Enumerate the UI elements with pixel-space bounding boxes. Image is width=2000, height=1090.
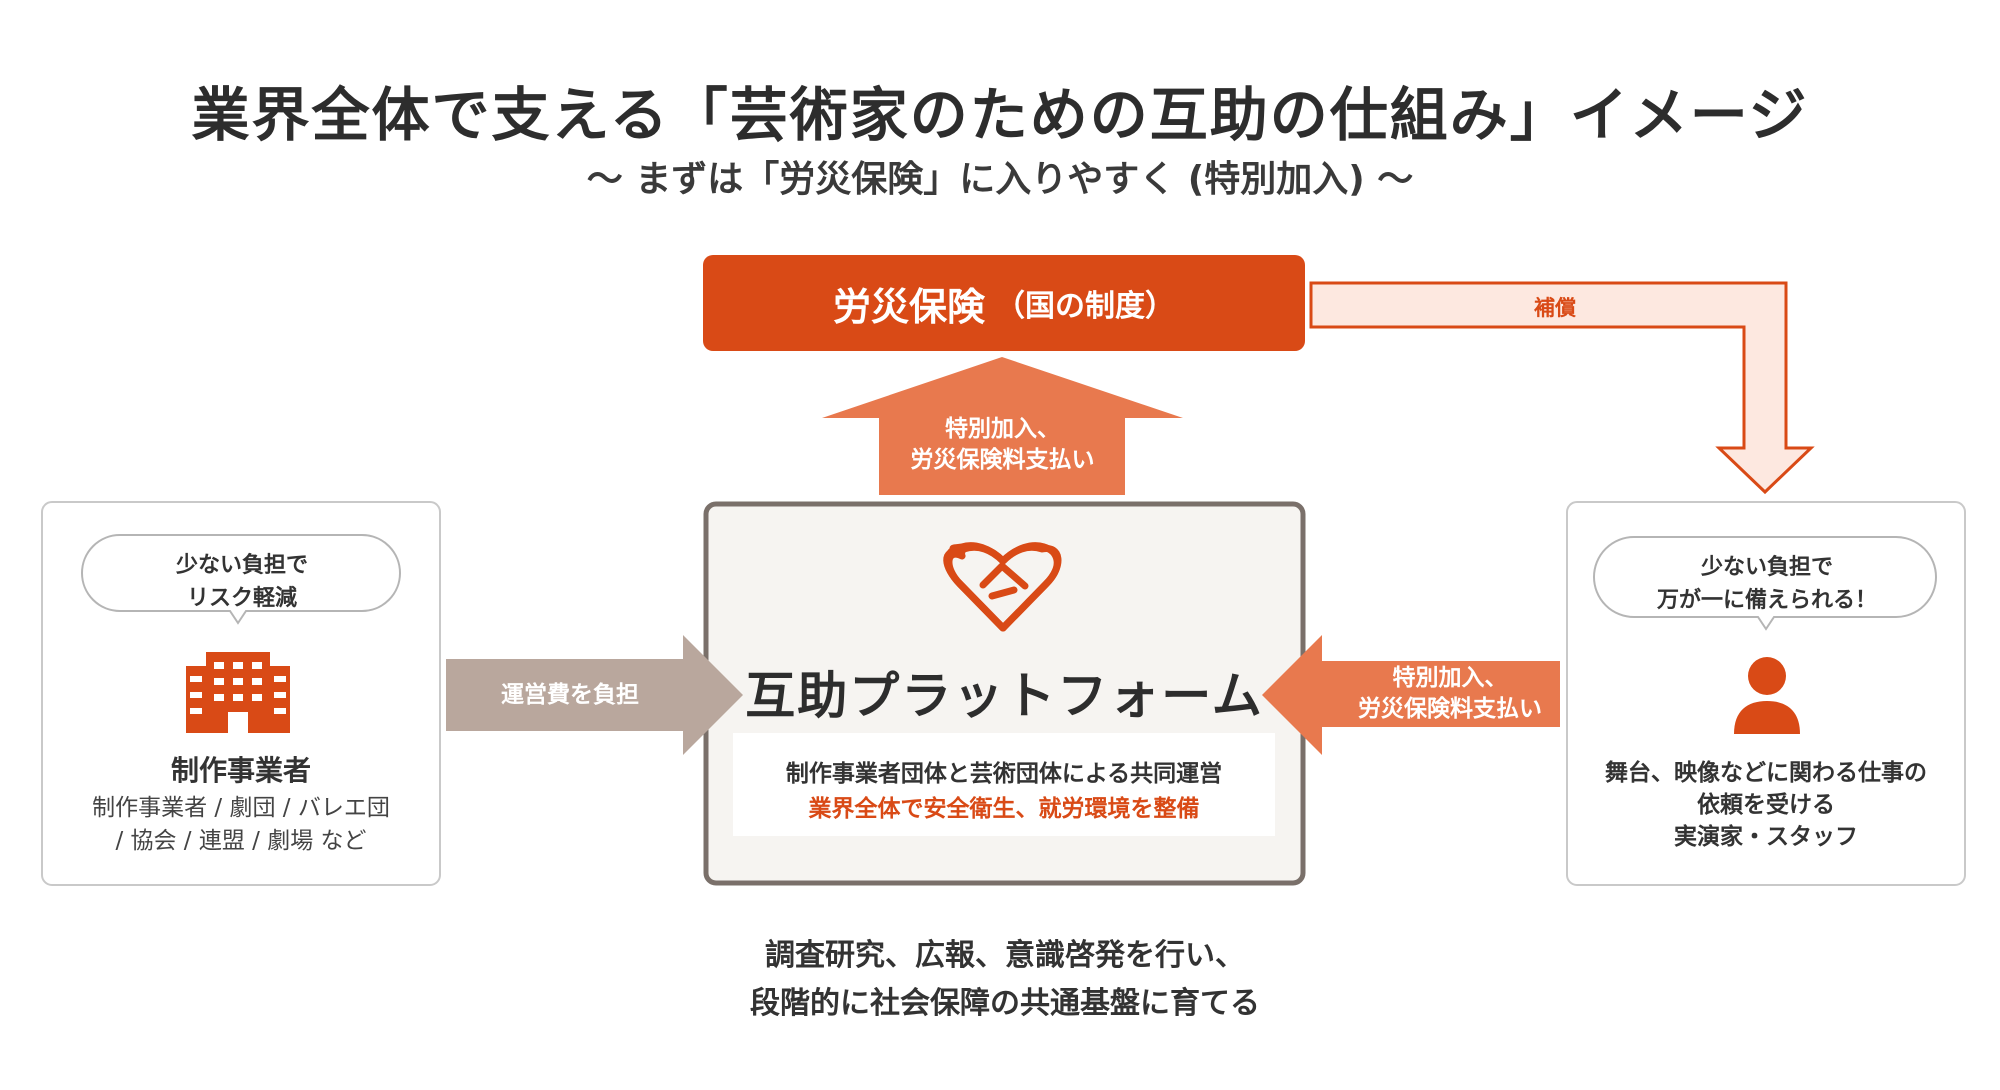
person-icon <box>1734 657 1800 734</box>
worker-bubble <box>1593 536 1937 631</box>
right-arrow-label-line: 特別加入、 <box>1392 665 1508 691</box>
rousai-label: 労災保険 （国の制度） <box>703 255 1305 351</box>
platform-line1: 制作事業者団体と芸術団体による共同運営 <box>785 761 1223 787</box>
page-subtitle: 〜 まずは「労災保険」に入りやすく (特別加入) 〜 <box>586 159 1414 200</box>
platform-inner-panel <box>733 733 1275 836</box>
company-title: 制作事業者 <box>170 754 311 787</box>
right-arrow-label: 特別加入、 労災保険料支払い <box>1340 663 1560 725</box>
compensation-arrow <box>1309 281 1815 495</box>
worker-desc: 舞台、映像などに関わる仕事の 依頼を受ける 実演家・スタッフ <box>1567 757 1965 853</box>
rousai-box <box>703 255 1305 351</box>
up-arrow <box>822 357 1183 495</box>
rousai-sub-label: （国の制度） <box>995 289 1175 324</box>
page-title: 業界全体で支える「芸術家のための互助の仕組み」イメージ <box>191 81 1809 149</box>
left-arrow <box>446 635 743 755</box>
platform-line2: 業界全体で安全衛生、就労環境を整備 <box>808 796 1200 822</box>
heart-handshake-icon <box>943 542 1062 632</box>
company-desc: 制作事業者 / 劇団 / バレエ団 / 協会 / 連盟 / 劇場 など <box>42 792 440 858</box>
worker-bubble-text: 少ない負担で 万が一に備えられる！ <box>1614 551 1920 617</box>
up-arrow-label-line: 特別加入、 <box>945 416 1060 442</box>
building-icon <box>186 652 290 733</box>
right-arrow <box>1262 635 1560 755</box>
bottom-note: 調査研究、広報、意識啓発を行い、 段階的に社会保障の共通基盤に育てる <box>600 932 1410 1028</box>
worker-bubble-line: 少ない負担で <box>1700 555 1833 580</box>
worker-desc-line: 実演家・スタッフ <box>1674 824 1858 850</box>
rousai-main-label: 労災保険 <box>832 284 985 329</box>
company-bubble-text: 少ない負担で リスク軽減 <box>82 549 402 615</box>
company-desc-line: 制作事業者 / 劇団 / バレエ団 <box>92 795 390 821</box>
company-bubble-line: 少ない負担で <box>175 553 308 578</box>
compensation-label: 補償 <box>1534 296 1576 320</box>
up-arrow-label-line: 労災保険料支払い <box>910 447 1095 473</box>
right-arrow-label-line: 労災保険料支払い <box>1358 696 1542 722</box>
bottom-note-line: 段階的に社会保障の共通基盤に育てる <box>750 986 1260 1021</box>
worker-bubble-line: 万が一に備えられる！ <box>1656 588 1877 613</box>
worker-desc-line: 依頼を受ける <box>1697 792 1835 818</box>
bottom-note-line: 調査研究、広報、意識啓発を行い、 <box>765 938 1245 973</box>
platform-title: 互助プラットフォーム <box>745 667 1264 725</box>
left-arrow-label: 運営費を負担 <box>501 682 639 708</box>
company-desc-line: / 協会 / 連盟 / 劇場 など <box>115 828 367 854</box>
company-bubble-line: リスク軽減 <box>186 586 297 611</box>
up-arrow-label: 特別加入、 労災保険料支払い <box>860 414 1145 476</box>
company-bubble <box>81 534 401 625</box>
worker-desc-line: 舞台、映像などに関わる仕事の <box>1605 760 1927 786</box>
